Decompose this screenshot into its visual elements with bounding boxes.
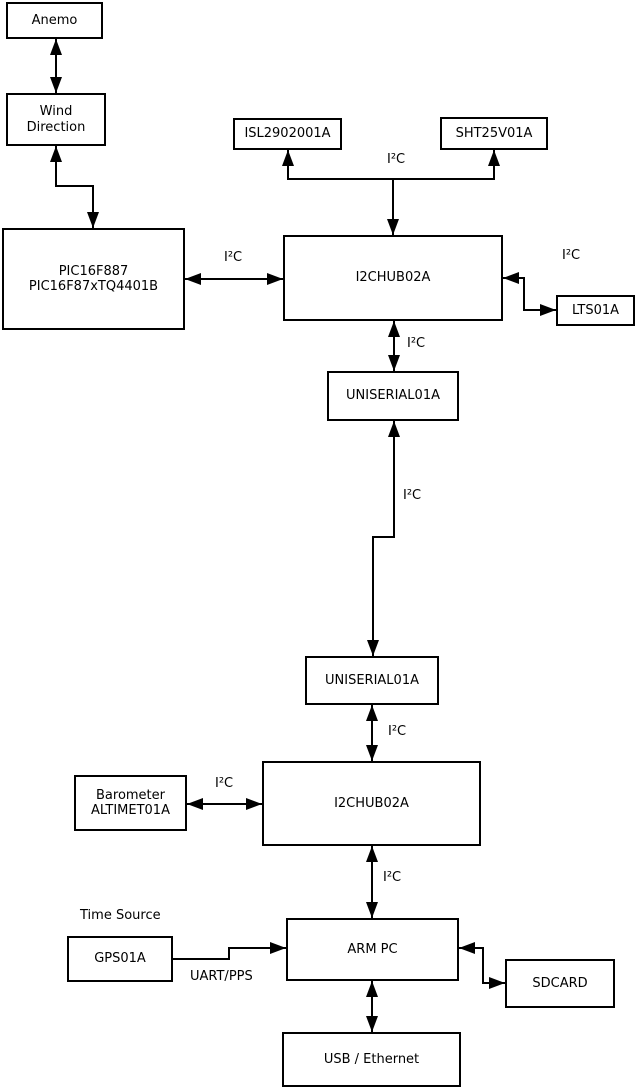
edge-gps-armpc (173, 942, 286, 960)
edge-armpc-sdcard (459, 942, 505, 989)
node-gps01a: GPS01A (67, 936, 173, 982)
edge-i2chub1-lts01a (503, 272, 556, 316)
node-uniserial01a-upper: UNISERIAL01A (327, 371, 459, 421)
edge-uniserial1-uniserial2 (367, 421, 400, 656)
edge-label-i2c-uniserial-link: I²C (403, 488, 422, 503)
node-usb-ethernet: USB / Ethernet (282, 1032, 461, 1087)
node-anemo: Anemo (6, 2, 103, 39)
node-barometer-altimet01a: Barometer ALTIMET01A (74, 775, 187, 831)
node-sht25v01a: SHT25V01A (440, 117, 548, 150)
edge-label-i2c-barometer-hub2: I²C (215, 776, 234, 791)
edge-label-i2c-pic-hub1: I²C (224, 250, 243, 265)
node-lts01a: LTS01A (556, 295, 635, 326)
edge-label-i2c-lts01a: I²C (562, 248, 581, 263)
node-isl2902001a: ISL2902001A (233, 118, 342, 150)
node-i2chub02a-upper: I2CHUB02A (283, 235, 503, 321)
node-sdcard: SDCARD (505, 959, 615, 1008)
edge-i2c-bus-isl-sht (282, 150, 500, 180)
edge-label-i2c-hub1-uniserial1: I²C (407, 336, 426, 351)
edge-label-i2c-hub2-armpc: I²C (383, 870, 402, 885)
node-wind-direction: Wind Direction (6, 93, 106, 146)
node-pic16f887: PIC16F887 PIC16F87xTQ4401B (2, 228, 185, 330)
node-arm-pc: ARM PC (286, 918, 459, 981)
edge-wind-pic (50, 146, 99, 228)
edge-label-i2c-uniserial2-hub2: I²C (388, 724, 407, 739)
edge-label-uart-pps: UART/PPS (190, 969, 253, 984)
node-uniserial01a-lower: UNISERIAL01A (305, 656, 439, 705)
edge-label-i2c-sensor-bus: I²C (387, 152, 406, 167)
node-i2chub02a-lower: I2CHUB02A (262, 761, 481, 846)
annotation-time-source: Time Source (80, 908, 161, 923)
